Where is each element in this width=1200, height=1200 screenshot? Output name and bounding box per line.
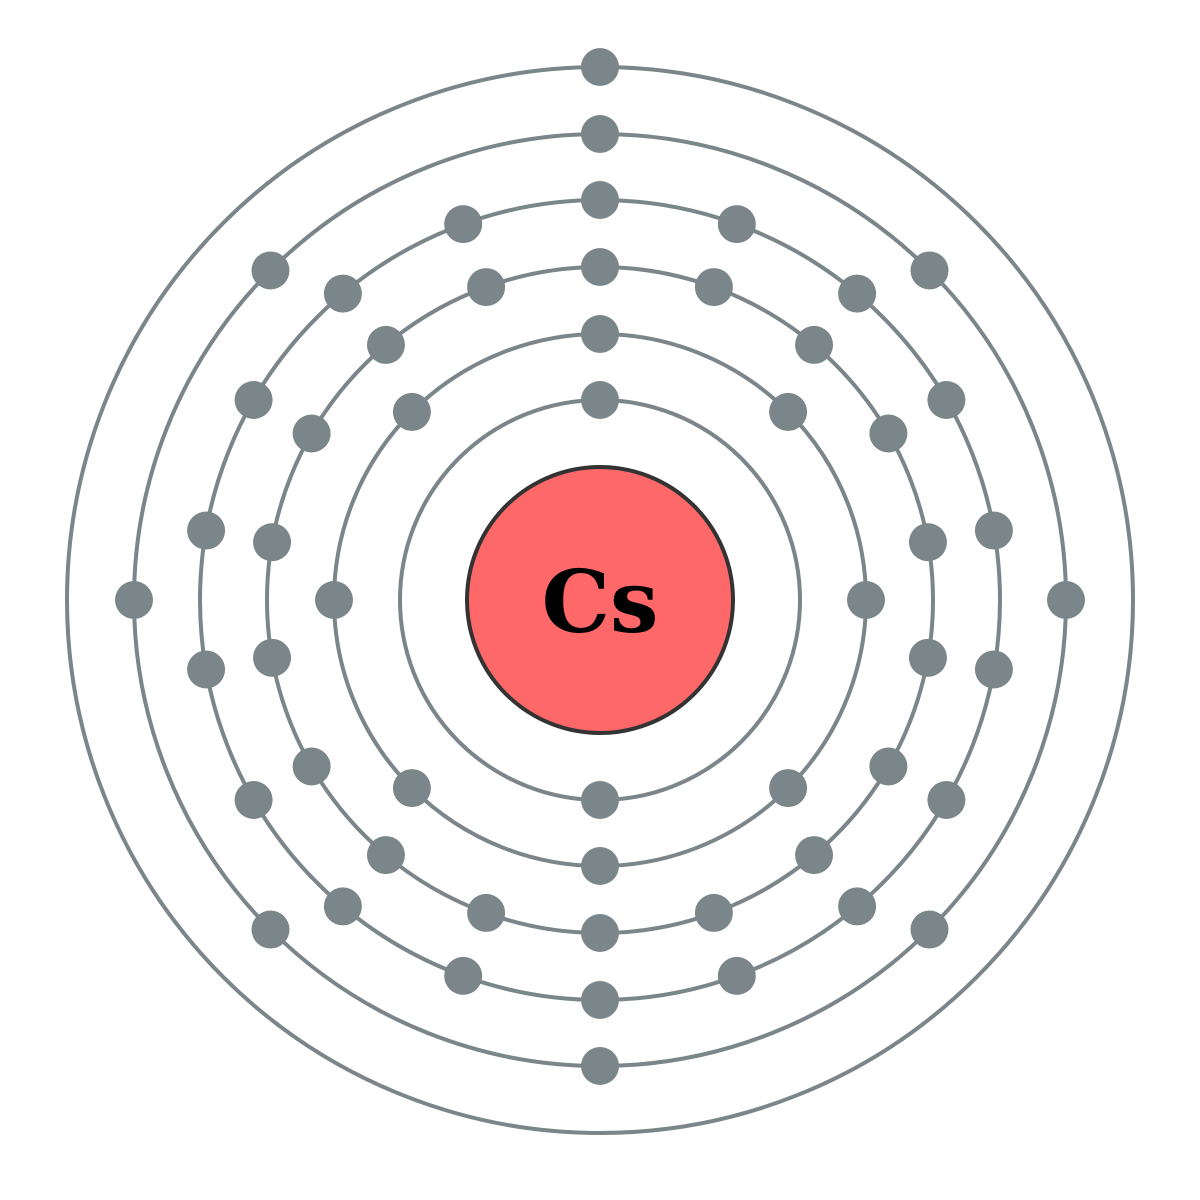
electron: [444, 956, 483, 995]
electron: [581, 315, 619, 353]
electron: [444, 205, 483, 244]
electron: [769, 769, 808, 808]
electron: [869, 747, 908, 786]
electron: [366, 325, 405, 364]
electron: [366, 836, 405, 875]
electron: [253, 638, 292, 677]
electron: [292, 747, 331, 786]
electron: [910, 910, 949, 949]
electron: [694, 268, 733, 307]
electron: [581, 115, 619, 153]
electron: [847, 581, 885, 619]
electron: [581, 48, 619, 86]
electron: [769, 392, 808, 431]
electron: [974, 511, 1013, 550]
electron: [581, 914, 619, 952]
electron: [581, 1047, 619, 1085]
electron: [869, 414, 908, 453]
electron: [838, 887, 877, 926]
electron: [927, 381, 966, 419]
nucleus: Cs: [465, 465, 735, 735]
electron: [927, 781, 966, 819]
electron: [251, 910, 290, 949]
electron: [315, 581, 353, 619]
electron: [392, 392, 431, 431]
electrons: [115, 48, 1085, 1085]
electron: [581, 181, 619, 219]
electron: [717, 956, 756, 995]
electron: [292, 414, 331, 453]
electron: [838, 274, 877, 313]
electron: [974, 650, 1013, 689]
electron: [187, 511, 226, 550]
electron: [908, 523, 947, 562]
electron: [467, 268, 506, 307]
electron: [392, 769, 431, 808]
electron: [694, 893, 733, 932]
electron: [323, 274, 362, 313]
electron: [253, 523, 292, 562]
element-symbol: Cs: [542, 552, 659, 653]
electron: [1047, 581, 1085, 619]
electron: [234, 381, 273, 419]
electron: [234, 781, 273, 819]
electron: [717, 205, 756, 244]
electron: [581, 381, 619, 419]
electron: [115, 581, 153, 619]
electron: [581, 981, 619, 1019]
electron: [581, 781, 619, 819]
electron: [467, 893, 506, 932]
electron: [251, 251, 290, 290]
electron: [323, 887, 362, 926]
electron: [187, 650, 226, 689]
electron: [795, 325, 834, 364]
electron: [908, 638, 947, 677]
electron: [910, 251, 949, 290]
electron: [795, 836, 834, 875]
electron: [581, 847, 619, 885]
nucleus-circle: [465, 465, 735, 735]
electron: [581, 248, 619, 286]
